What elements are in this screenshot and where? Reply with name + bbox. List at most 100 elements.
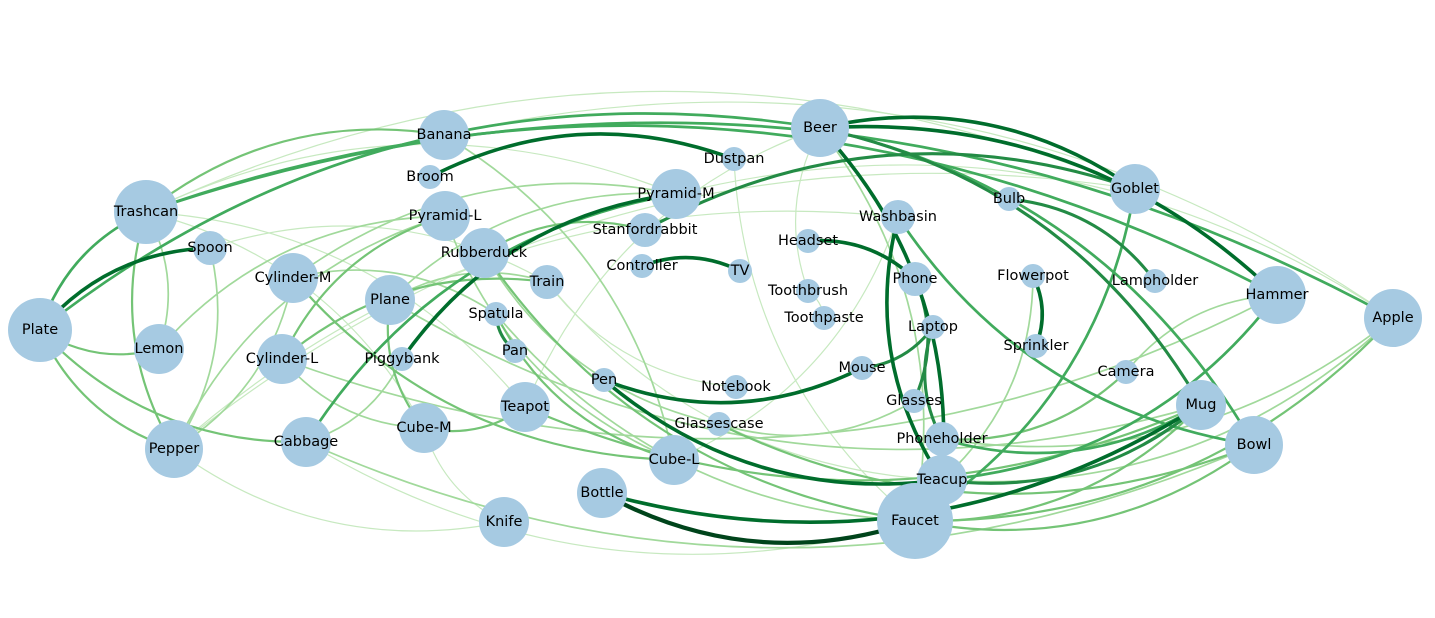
edge-spatula-cylinder-m: [292, 269, 497, 315]
edge-bulb-lampholder: [1007, 197, 1157, 283]
edge-glasses-glassescase: [718, 400, 915, 437]
node-label-washbasin: Washbasin: [859, 209, 937, 225]
node-pepper: [145, 420, 203, 478]
edge-apple-faucet: [913, 316, 1395, 523]
node-label-plate: Plate: [22, 322, 58, 338]
edge-banana-cube-l: [443, 134, 675, 461]
node-label-bulb: Bulb: [993, 191, 1025, 207]
edge-bowl-faucet: [913, 443, 1256, 532]
node-controller: [630, 254, 654, 278]
node-label-broom: Broom: [406, 169, 453, 185]
edge-broom-dustpan: [428, 132, 736, 179]
node-label-sprinkler: Sprinkler: [1004, 338, 1069, 354]
edge-beer-hammer: [818, 124, 1279, 297]
node-glassescase: [707, 412, 731, 436]
node-label-plane: Plane: [370, 292, 410, 308]
node-label-tv: TV: [730, 263, 750, 279]
node-hammer: [1248, 266, 1306, 324]
edge-rubberduck-glassescase: [483, 252, 720, 425]
node-piggybank: [390, 347, 414, 371]
node-cylinder-m: [268, 253, 318, 303]
node-toothbrush: [796, 279, 820, 303]
node-label-mouse: Mouse: [838, 360, 885, 376]
node-label-lampholder: Lampholder: [1112, 273, 1199, 289]
node-goblet: [1110, 164, 1160, 214]
node-sprinkler: [1024, 334, 1048, 358]
node-label-piggybank: Piggybank: [364, 351, 440, 367]
node-plane: [365, 275, 415, 325]
node-label-phone: Phone: [893, 271, 938, 287]
node-pen: [592, 368, 616, 392]
node-toothpaste: [812, 306, 836, 330]
node-label-flowerpot: Flowerpot: [997, 268, 1069, 284]
node-label-phoneholder: Phoneholder: [896, 431, 987, 447]
edge-trashcan-teapot: [145, 211, 526, 408]
edge-banana-apple: [443, 101, 1394, 319]
node-label-hammer: Hammer: [1246, 287, 1309, 303]
node-label-pepper: Pepper: [149, 441, 199, 457]
node-label-pyramid-l: Pyramid-L: [409, 208, 482, 224]
edge-camera-phoneholder: [940, 370, 1128, 441]
node-phone: [898, 262, 932, 296]
edge-bottle-faucet: [599, 490, 918, 545]
node-dustpan: [722, 147, 746, 171]
node-camera: [1114, 360, 1138, 384]
edge-rubberduck-faucet: [482, 251, 917, 523]
edge-plate-cabbage: [38, 328, 308, 444]
node-washbasin: [881, 200, 915, 234]
node-label-cube-m: Cube-M: [396, 420, 451, 436]
node-label-cylinder-m: Cylinder-M: [255, 270, 332, 286]
node-label-glasses: Glasses: [886, 393, 942, 409]
node-label-dustpan: Dustpan: [704, 151, 765, 167]
node-label-cube-l: Cube-L: [649, 452, 700, 468]
edge-dustpan-faucet: [733, 158, 916, 522]
node-cabbage: [281, 417, 331, 467]
node-label-apple: Apple: [1372, 310, 1413, 326]
node-label-lemon: Lemon: [135, 341, 184, 357]
node-pyramid-l: [420, 191, 470, 241]
node-label-toothbrush: Toothbrush: [767, 283, 848, 299]
node-label-pyramid-m: Pyramid-M: [637, 186, 714, 202]
edge-mouse-pen: [602, 366, 864, 405]
edge-lemon-pyramid-l: [158, 215, 446, 350]
node-faucet: [877, 483, 953, 559]
node-phoneholder: [925, 422, 959, 456]
edge-beer-faucet: [819, 127, 925, 522]
node-mug: [1176, 380, 1226, 430]
node-bottle: [577, 468, 627, 518]
node-knife: [479, 497, 529, 547]
node-cube-l: [649, 435, 699, 485]
edge-pen-teacup: [602, 378, 944, 486]
node-label-headset: Headset: [778, 233, 838, 249]
node-label-glassescase: Glassescase: [674, 416, 763, 432]
node-layer: [8, 99, 1422, 559]
node-rubberduck: [459, 228, 509, 278]
node-apple: [1364, 289, 1422, 347]
node-label-spoon: Spoon: [187, 240, 232, 256]
node-label-cabbage: Cabbage: [274, 434, 339, 450]
edge-knife-pepper: [173, 448, 505, 532]
node-label-trashcan: Trashcan: [113, 204, 178, 220]
edge-notebook-train: [546, 281, 737, 388]
edge-cylinder-l-pyramid-l: [280, 214, 447, 361]
edge-pyramid-m-piggybank: [400, 192, 678, 361]
node-spoon: [193, 231, 227, 265]
edge-washbasin-bowl: [896, 215, 1256, 447]
node-lemon: [134, 324, 184, 374]
node-laptop: [921, 315, 945, 339]
edge-washbasin-teacup: [885, 215, 944, 482]
edge-trashcan-hammer: [144, 124, 1279, 297]
node-lampholder: [1143, 269, 1167, 293]
node-label-mug: Mug: [1186, 397, 1217, 413]
node-bowl: [1225, 416, 1283, 474]
node-broom: [418, 165, 442, 189]
node-label-knife: Knife: [486, 514, 523, 530]
node-banana: [419, 110, 469, 160]
node-label-beer: Beer: [803, 120, 837, 136]
edge-cylinder-m-pyramid-m: [292, 182, 677, 279]
node-spatula: [484, 302, 508, 326]
edge-teapot-mug: [523, 403, 1203, 482]
node-label-pan: Pan: [502, 343, 528, 359]
node-tv: [728, 259, 752, 283]
